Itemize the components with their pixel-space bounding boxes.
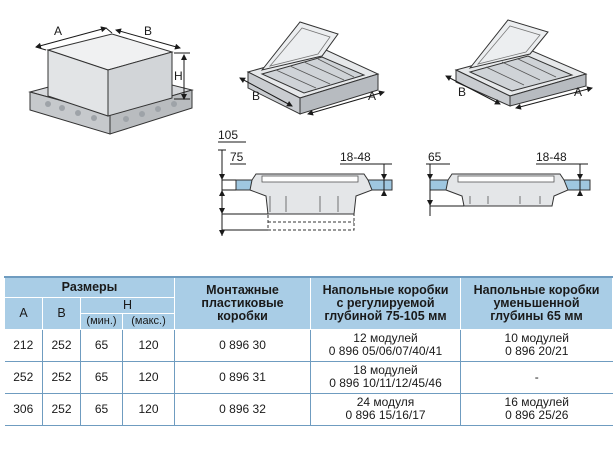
- dim-b-label: B: [144, 24, 152, 38]
- col-a-header: A: [4, 296, 43, 330]
- dim-18-48b-label: 18-48: [536, 150, 567, 164]
- cell-hmax: 120: [121, 360, 176, 394]
- col-h-min-header: (мин.): [80, 312, 123, 330]
- cell-b: 252: [42, 360, 81, 394]
- mounting-boxes-header: Монтажные пластиковые коробки: [174, 276, 312, 330]
- cell-mounting: 0 896 32: [174, 392, 312, 426]
- dim-b2-label: B: [252, 89, 260, 103]
- cell-hmax: 120: [121, 328, 176, 362]
- dim-65-label: 65: [428, 150, 442, 164]
- cell-hmin: 65: [80, 328, 123, 362]
- cross-section-adjustable-drawing: 105 75 18-48: [218, 128, 393, 236]
- sizes-header: Размеры: [3, 276, 176, 298]
- col-h-header: H: [79, 296, 176, 314]
- technical-drawings: A B H: [28, 19, 593, 236]
- cross-section-reduced-drawing: 65 18-48: [426, 150, 591, 216]
- spec-table: Размеры Монтажные пластиковые коробки На…: [3, 276, 614, 426]
- cell-hmin: 65: [80, 360, 123, 394]
- adjustable-floor-boxes-header: Напольные коробки с регулируемой глубино…: [310, 276, 462, 330]
- cell-a: 212: [4, 328, 43, 362]
- table-row: 212 252 65 120 0 896 30 12 модулей 0 896…: [4, 328, 613, 362]
- cell-a: 252: [4, 360, 43, 394]
- col-b-header: B: [42, 296, 81, 330]
- dim-18-48-label: 18-48: [340, 150, 371, 164]
- cell-mounting: 0 896 30: [174, 328, 312, 362]
- reduced-floor-boxes-header: Напольные коробки уменьшенной глубины 65…: [460, 276, 614, 330]
- floor-box-adjustable-drawing: B A: [239, 21, 385, 116]
- dim-h-label: H: [174, 69, 183, 83]
- dim-a3-label: A: [574, 85, 582, 99]
- floor-box-reduced-drawing: B A: [445, 19, 593, 110]
- cell-mounting: 0 896 31: [174, 360, 312, 394]
- cell-adjustable: 24 модуля 0 896 15/16/17: [310, 392, 462, 426]
- dim-b3-label: B: [458, 85, 466, 99]
- dim-105-label: 105: [218, 128, 238, 142]
- cell-b: 252: [42, 392, 81, 426]
- cell-adjustable: 12 модулей 0 896 05/06/07/40/41: [310, 328, 462, 362]
- mounting-box-drawing: A B H: [28, 24, 194, 135]
- cell-adjustable: 18 модулей 0 896 10/11/12/45/46: [310, 360, 462, 394]
- cell-reduced: 10 модулей 0 896 20/21: [460, 328, 613, 362]
- cell-reduced: -: [460, 360, 613, 394]
- cell-hmax: 120: [121, 392, 176, 426]
- cell-reduced: 16 модулей 0 896 25/26: [460, 392, 613, 426]
- cell-a: 306: [4, 392, 43, 426]
- cell-b: 252: [42, 328, 81, 362]
- dim-a2-label: A: [368, 89, 376, 103]
- dim-75-label: 75: [230, 150, 244, 164]
- dim-a-label: A: [54, 24, 62, 38]
- table-row: 306 252 65 120 0 896 32 24 модуля 0 896 …: [4, 392, 613, 426]
- cell-hmin: 65: [80, 392, 123, 426]
- table-row: 252 252 65 120 0 896 31 18 модулей 0 896…: [4, 360, 613, 394]
- col-h-max-header: (макс.): [121, 312, 176, 330]
